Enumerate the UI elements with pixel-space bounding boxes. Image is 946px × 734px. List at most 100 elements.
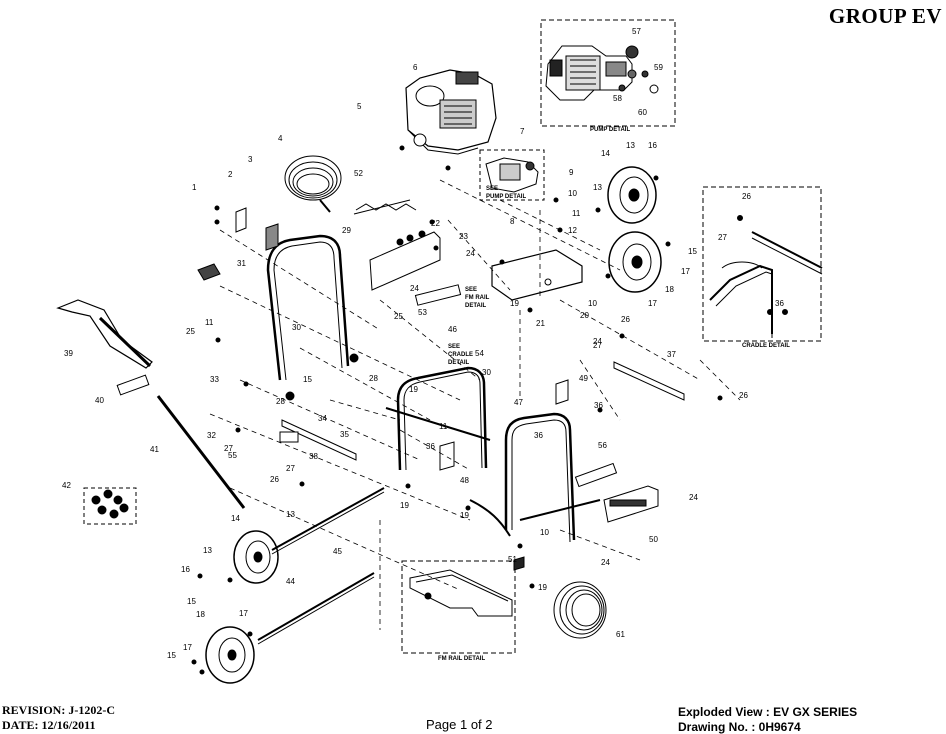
engine-part — [405, 69, 497, 155]
callout-21: 21 — [536, 319, 545, 328]
cradle-detail-box — [702, 186, 823, 342]
wheel-14-top — [607, 166, 657, 224]
see-cradle-line3: DETAIL — [448, 360, 470, 366]
callout-27: 27 — [286, 464, 295, 473]
callout-11: 11 — [439, 422, 448, 431]
callout-61: 61 — [616, 630, 625, 639]
callout-47: 47 — [514, 398, 523, 407]
callout-19: 19 — [460, 511, 469, 520]
callout-24: 24 — [410, 284, 419, 293]
callout-51: 51 — [508, 555, 517, 564]
callout-17: 17 — [648, 299, 657, 308]
callout-55: 55 — [228, 451, 237, 460]
callout-52: 52 — [354, 169, 363, 178]
callout-39: 39 — [64, 349, 73, 358]
callout-22: 22 — [431, 219, 440, 228]
callout-36: 36 — [775, 299, 784, 308]
callout-6: 6 — [413, 63, 418, 72]
callout-32: 32 — [207, 431, 216, 440]
callout-13: 13 — [286, 510, 295, 519]
nozzles-42 — [83, 487, 137, 525]
wheel-14-bottom — [233, 530, 279, 584]
callout-31: 31 — [237, 259, 246, 268]
callout-14: 14 — [601, 149, 610, 158]
see-fmrail-line2: FM RAIL — [465, 295, 490, 301]
pump-detail-caption: PUMP DETAIL — [590, 127, 630, 133]
callout-57: 57 — [632, 27, 641, 36]
callout-4: 4 — [278, 134, 283, 143]
callout-56: 56 — [598, 441, 607, 450]
callout-28: 28 — [369, 374, 378, 383]
callout-16: 16 — [648, 141, 657, 150]
fm-rail-detail-illustration — [409, 569, 513, 617]
callout-35: 35 — [340, 430, 349, 439]
callout-18: 18 — [196, 610, 205, 619]
pump-detail-box — [540, 19, 676, 127]
deck-plate — [491, 249, 583, 301]
callout-36: 36 — [426, 442, 435, 451]
callout-54: 54 — [475, 349, 484, 358]
callout-13: 13 — [203, 546, 212, 555]
callout-59: 59 — [654, 63, 663, 72]
callout-20: 20 — [580, 311, 589, 320]
fm-rail-detail-box — [401, 560, 516, 654]
callout-40: 40 — [95, 396, 104, 405]
strip-53 — [414, 284, 462, 306]
pump-detail-illustration — [545, 45, 659, 101]
callout-58: 58 — [613, 94, 622, 103]
exploded-view-label: Exploded View : EV GX SERIES — [678, 705, 858, 719]
wheel-18-top — [608, 231, 662, 293]
bracket-23-24 — [353, 199, 441, 291]
callout-24: 24 — [601, 558, 610, 567]
callout-2: 2 — [228, 170, 233, 179]
spray-gun-39 — [56, 299, 153, 369]
callout-24: 24 — [466, 249, 475, 258]
callout-36: 36 — [534, 431, 543, 440]
axle-45 — [271, 487, 385, 555]
fasteners — [191, 145, 723, 675]
small-brackets — [197, 207, 569, 571]
callout-19: 19 — [400, 501, 409, 510]
see-cradle-line1: SEE — [448, 344, 460, 350]
callout-30: 30 — [482, 368, 491, 377]
callout-46: 46 — [448, 325, 457, 334]
callout-11: 11 — [572, 209, 581, 218]
callout-7: 7 — [520, 127, 525, 136]
callout-17: 17 — [239, 609, 248, 618]
lance-41 — [156, 395, 246, 509]
callout-26: 26 — [270, 475, 279, 484]
callout-29: 29 — [342, 226, 351, 235]
callout-25: 25 — [186, 327, 195, 336]
revision-label: REVISION: J-1202-C — [2, 703, 116, 717]
callout-41: 41 — [150, 445, 159, 454]
axle-44 — [257, 572, 375, 645]
callout-14: 14 — [231, 514, 240, 523]
callout-33: 33 — [210, 375, 219, 384]
callout-53: 53 — [418, 308, 427, 317]
see-fmrail-line1: SEE — [465, 287, 477, 293]
callout-19: 19 — [510, 299, 519, 308]
callout-49: 49 — [579, 374, 588, 383]
wheel-18-bottom — [205, 626, 255, 684]
callout-19: 19 — [538, 583, 547, 592]
callout-5: 5 — [357, 102, 362, 111]
callout-11: 11 — [205, 318, 214, 327]
callout-16: 16 — [181, 565, 190, 574]
callout-15: 15 — [688, 247, 697, 256]
drawing-number-label: Drawing No. : 0H9674 — [678, 720, 801, 734]
callout-12: 12 — [568, 226, 577, 235]
callout-48: 48 — [460, 476, 469, 485]
callout-9: 9 — [569, 168, 574, 177]
bracket-38 — [281, 419, 357, 461]
callout-28: 28 — [276, 397, 285, 406]
callout-25: 25 — [394, 312, 403, 321]
callout-27: 27 — [593, 341, 602, 350]
callout-44: 44 — [286, 577, 295, 586]
see-pump-line1: SEE — [486, 186, 498, 192]
callout-15: 15 — [187, 597, 196, 606]
callout-45: 45 — [333, 547, 342, 556]
handle-frame-29 — [266, 234, 350, 381]
callout-27: 27 — [718, 233, 727, 242]
nozzle-40 — [116, 374, 150, 396]
